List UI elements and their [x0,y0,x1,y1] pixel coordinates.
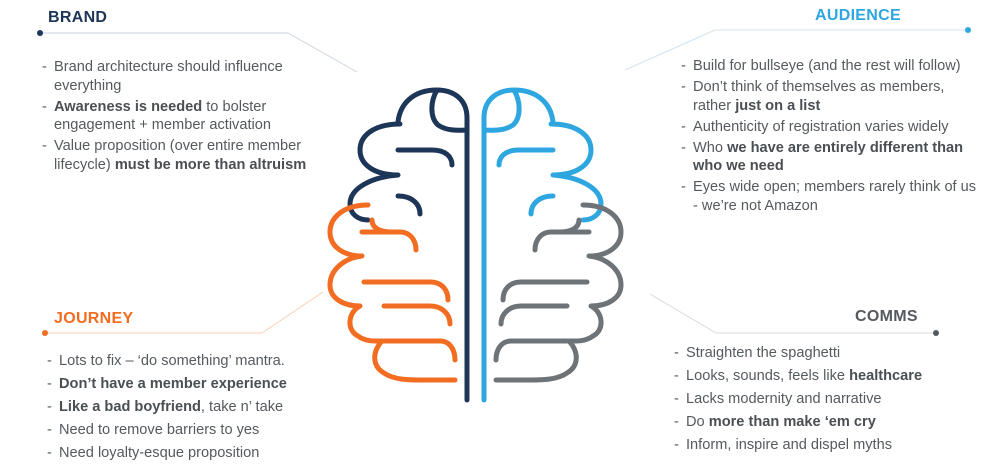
comms-title: COMMS [855,308,918,325]
list-item: -Don’t have a member experience [47,376,287,392]
list-item: -Inform, inspire and dispel myths [674,437,893,453]
journey-title: JOURNEY [54,310,134,327]
brand-list: -Brand architecture should influence eve… [42,58,332,177]
list-item: -Brand architecture should influence eve… [42,59,283,94]
list-item: -Need to remove barriers to yes [47,422,260,438]
audience-connector-dot [965,27,971,33]
brand-title: BRAND [48,9,108,26]
brain-left-top-lobes [347,87,470,403]
list-item: -Looks, sounds, feels like healthcare [674,368,923,384]
list-item: -Lots to fix – ‘do something’ mantra. [47,353,285,369]
brain-right-top-lobes [481,87,604,403]
list-item: -Value proposition (over entire member l… [42,138,307,173]
list-item: -Straighten the spaghetti [674,345,841,361]
comms-list: -Straighten the spaghetti -Looks, sounds… [674,344,994,459]
comms-connector-dot [933,330,939,336]
list-item: -Eyes wide open; members rarely think of… [681,179,977,214]
journey-connector-diagonal [261,291,324,334]
list-item: -Build for bullseye (and the rest will f… [681,58,961,74]
audience-connector-diagonal [624,29,716,71]
list-item: -Need loyalty-esque proposition [47,445,260,461]
list-item: -Do more than make ‘em cry [674,414,876,430]
list-item: -Who we have are entirely different than… [681,139,964,175]
audience-title: AUDIENCE [815,7,901,24]
list-item: -Authenticity of registration varies wid… [681,118,949,135]
journey-connector-dot [42,330,48,336]
comms-connector-diagonal [649,293,717,334]
list-item: -Awareness is needed to bolster engageme… [42,98,272,134]
brand-connector-dot [37,30,43,36]
audience-list: -Build for bullseye (and the rest will f… [681,57,981,218]
journey-list: -Lots to fix – ‘do something’ mantra. -D… [47,352,347,467]
list-item: -Like a bad boyfriend, take n’ take [47,399,284,415]
list-item: -Lacks modernity and narrative [674,391,882,407]
list-item: -Don’t think of themselves as members, r… [681,79,945,114]
brain-left-bottom-lobes [327,202,458,383]
brain-right-bottom-lobes [493,202,624,383]
brand-connector-diagonal [287,32,358,73]
